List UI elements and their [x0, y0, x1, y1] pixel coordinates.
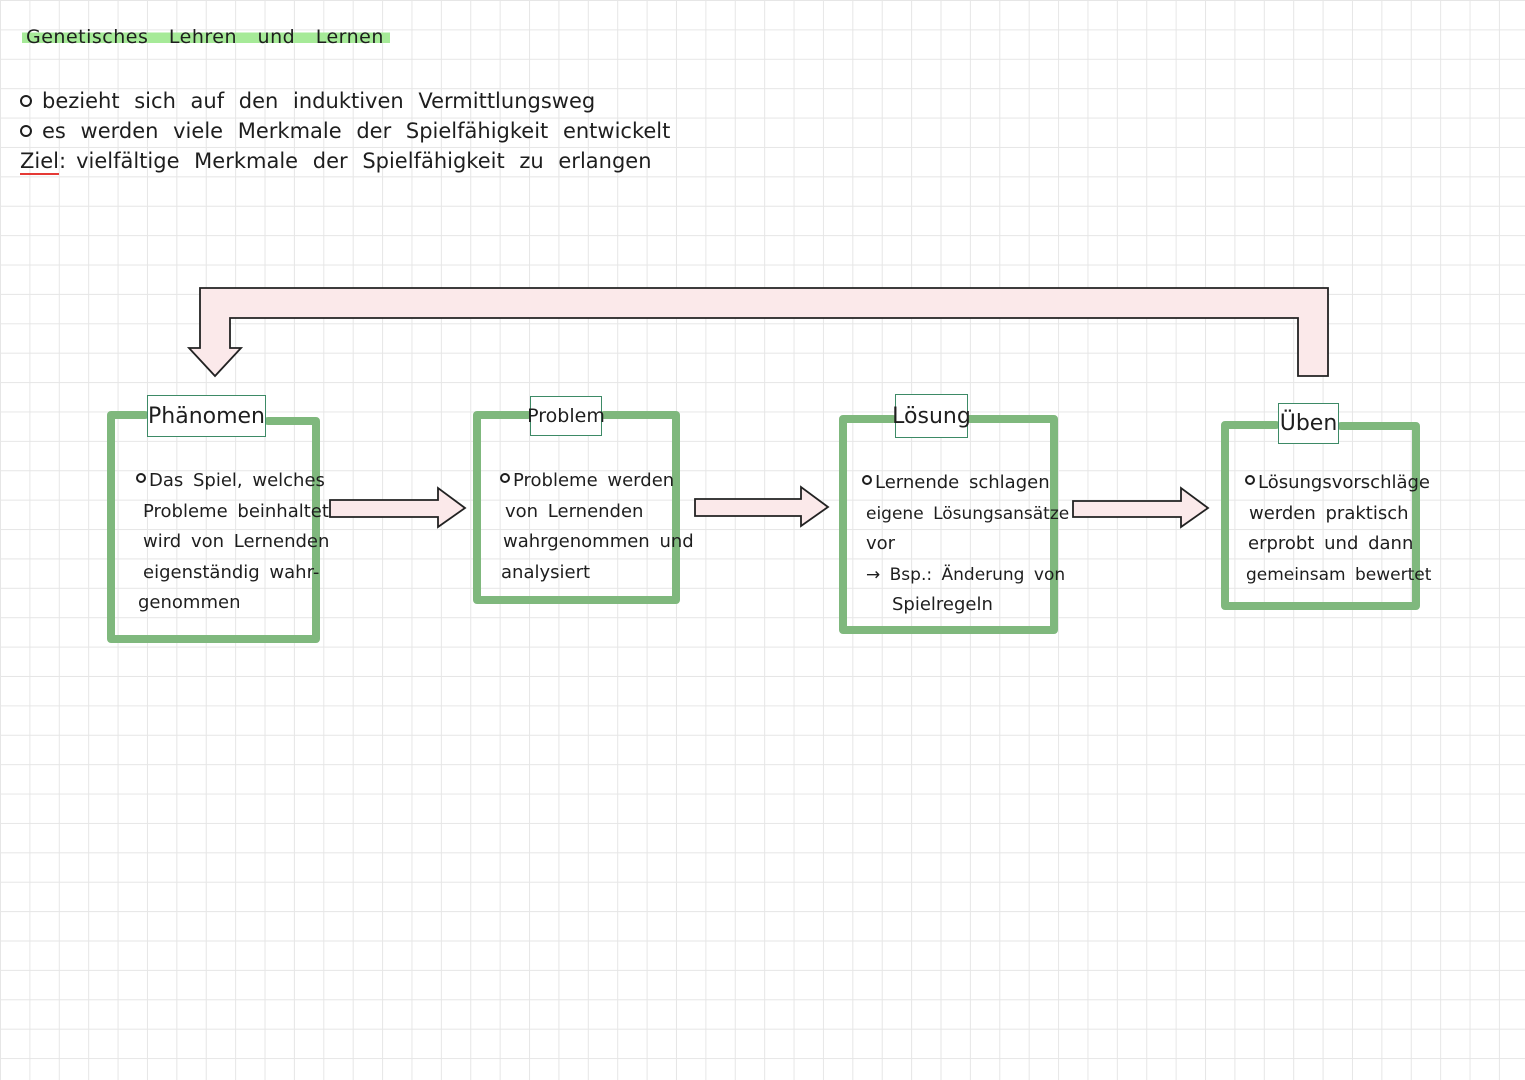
step-text-phaenomen: Das Spiel, welches Probleme beinhaltet w…: [136, 466, 329, 619]
goal-text: vielfältige Merkmale der Spielfähigkeit …: [76, 149, 652, 173]
text-line: wahrgenommen und: [503, 531, 694, 552]
bullet-icon: [500, 473, 510, 483]
step-label-problem: Problem: [527, 396, 605, 436]
note-text: es werden viele Merkmale der Spielfähigk…: [42, 119, 671, 143]
text-line: erprobt und dann: [1248, 533, 1414, 554]
text-line: eigene Lösungsansätze: [866, 503, 1070, 524]
step-text-problem: Probleme werden von Lernenden wahrgenomm…: [500, 466, 694, 588]
page-title: Genetisches Lehren und Lernen: [22, 26, 390, 48]
goal-label: Ziel: [20, 149, 59, 173]
notes-list: bezieht sich auf den induktiven Vermittl…: [20, 86, 670, 176]
text-line: genommen: [138, 592, 241, 613]
box-problem: [473, 411, 680, 604]
text-line: von Lernenden: [505, 500, 644, 522]
text-line: analysiert: [501, 561, 591, 583]
bullet-icon: [862, 475, 872, 485]
text-line: werden praktisch: [1249, 502, 1409, 524]
text-line: wird von Lernenden: [143, 531, 330, 552]
step-label-ueben: Üben: [1278, 403, 1339, 444]
arrow-right-icon: [329, 486, 467, 529]
arrow-right-icon: [1072, 486, 1210, 529]
text-line: Probleme beinhaltet: [143, 500, 329, 522]
text-line: gemeinsam bewertet: [1246, 564, 1432, 585]
step-label-phaenomen: Phänomen: [147, 395, 266, 437]
text-line: Das Spiel, welches: [136, 466, 329, 497]
box-phaenomen: [107, 411, 320, 643]
bullet-icon: [136, 473, 146, 483]
note-item: es werden viele Merkmale der Spielfähigk…: [20, 116, 670, 146]
step-text-ueben: Lösungsvorschläge werden praktisch erpro…: [1245, 468, 1431, 590]
bullet-icon: [1245, 475, 1255, 485]
step-label-loesung: Lösung: [892, 394, 971, 438]
text-line: → Bsp.: Änderung von: [866, 564, 1066, 585]
text-line: vor: [866, 533, 896, 554]
step-text-loesung: Lernende schlagen eigene Lösungsansätze …: [862, 468, 1069, 621]
box-loesung: [839, 415, 1058, 634]
bullet-icon: [20, 95, 32, 107]
text-line: Lösungsvorschläge: [1245, 468, 1431, 499]
box-ueben: [1221, 421, 1420, 610]
goal-line: Ziel : vielfältige Merkmale der Spielfäh…: [20, 146, 670, 176]
note-item: bezieht sich auf den induktiven Vermittl…: [20, 86, 670, 116]
text-line: Probleme werden: [500, 466, 694, 497]
bullet-icon: [20, 125, 32, 137]
text-line: Spielregeln: [892, 594, 993, 615]
goal-separator: :: [58, 149, 67, 173]
text-line: eigenständig wahr-: [143, 561, 320, 583]
text-line: Lernende schlagen: [862, 468, 1069, 499]
note-text: bezieht sich auf den induktiven Vermittl…: [42, 89, 596, 113]
loop-back-arrow: [186, 287, 1329, 378]
arrow-right-icon: [694, 485, 830, 528]
